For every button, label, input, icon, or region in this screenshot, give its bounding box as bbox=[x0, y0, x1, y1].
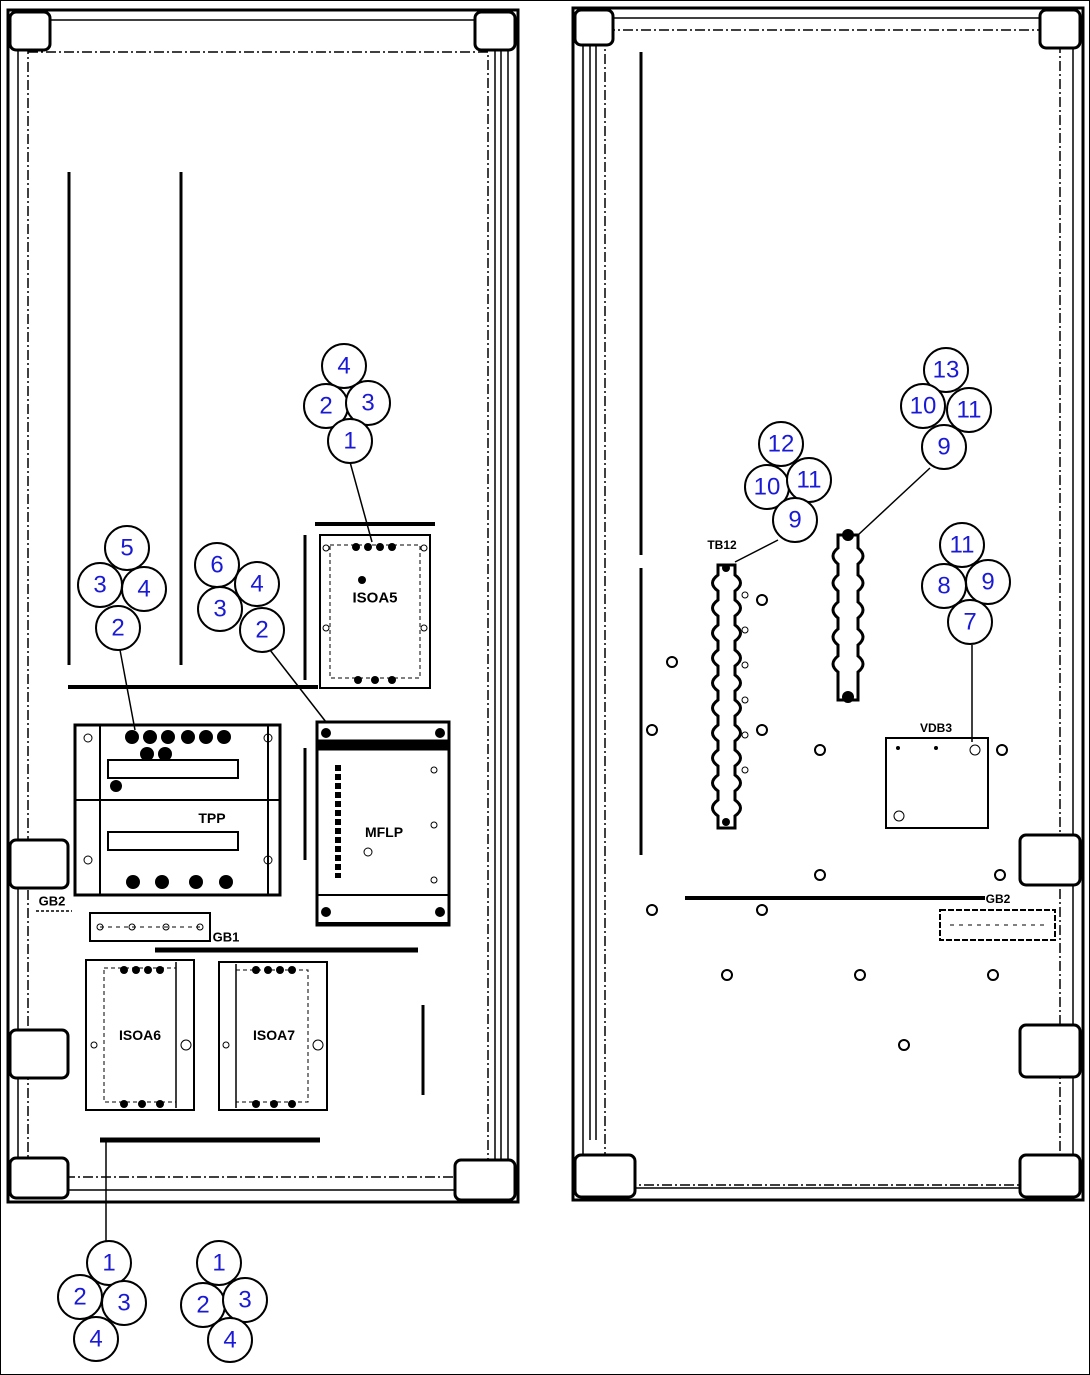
callout-isoa7-left: 2 bbox=[196, 1292, 209, 1319]
left-panel-outer-frame bbox=[6, 8, 520, 1204]
callout-tb12-left: 10 bbox=[754, 474, 781, 501]
callout-mflp-top: 6 bbox=[210, 552, 223, 579]
vdb3-label: VDB3 bbox=[920, 721, 952, 735]
callout-tpp-top: 5 bbox=[120, 535, 133, 562]
isoa5-label: ISOA5 bbox=[352, 590, 397, 607]
right-panel bbox=[571, 6, 1085, 1202]
callout-isoa6-bottom: 4 bbox=[89, 1326, 102, 1353]
leader-lines bbox=[105, 461, 973, 1242]
leader-tb12 bbox=[734, 539, 779, 563]
callout-isoa7-top: 1 bbox=[212, 1250, 225, 1277]
callout-terminal-right: 11 bbox=[957, 397, 982, 424]
callout-tb12-top: 12 bbox=[768, 431, 795, 458]
left-panel-inner-frame bbox=[17, 19, 509, 1191]
callout-group-mflp bbox=[194, 542, 285, 653]
callout-isoa7-right: 3 bbox=[238, 1287, 251, 1314]
corner-block-tl-right bbox=[573, 8, 615, 47]
callout-isoa7-bottom: 4 bbox=[223, 1327, 236, 1354]
callout-isoa5-bottom: 1 bbox=[343, 428, 356, 455]
callout-group-isoa5 bbox=[303, 343, 391, 464]
callout-tpp-bottom: 2 bbox=[111, 615, 124, 642]
corner-block-tr bbox=[473, 10, 517, 52]
gb1-label: GB1 bbox=[213, 930, 240, 945]
callout-tb12-bottom: 9 bbox=[788, 507, 801, 534]
callout-isoa6-right: 3 bbox=[117, 1290, 130, 1317]
gb2-left-label: GB2 bbox=[39, 894, 66, 909]
callout-isoa5-right: 3 bbox=[361, 390, 374, 417]
callout-mflp-left: 3 bbox=[213, 596, 226, 623]
isoa7-label: ISOA7 bbox=[253, 1027, 295, 1043]
mflp-module bbox=[315, 720, 451, 927]
corner-block-br-right bbox=[1018, 1153, 1082, 1199]
tb12-terminal-strip bbox=[711, 563, 749, 830]
callout-group-isoa6 bbox=[57, 1240, 147, 1362]
corner-block-bl-right bbox=[573, 1153, 637, 1199]
callout-terminal-bottom: 9 bbox=[937, 434, 950, 461]
callout-group-terminal bbox=[900, 347, 992, 470]
isoa6-label: ISOA6 bbox=[119, 1027, 161, 1043]
left-panel-mounting-plate bbox=[27, 51, 489, 1178]
gb1-bar bbox=[89, 912, 211, 942]
gb2-right-label: GB2 bbox=[986, 892, 1011, 906]
isoa5-module bbox=[319, 534, 431, 689]
gb2-right-bar bbox=[939, 909, 1056, 941]
right-panel-outer-frame bbox=[571, 6, 1085, 1202]
callout-isoa6-top: 1 bbox=[102, 1250, 115, 1277]
callout-vdb3-bottom: 7 bbox=[963, 609, 976, 636]
leader-terminal bbox=[857, 467, 931, 536]
vdb3-module bbox=[885, 737, 989, 829]
tpp-module bbox=[73, 723, 282, 897]
mflp-label: MFLP bbox=[365, 824, 403, 840]
callout-vdb3-right: 9 bbox=[981, 569, 994, 596]
corner-block-tr-right bbox=[1038, 8, 1082, 50]
leader-isoa5 bbox=[349, 461, 373, 543]
callout-tpp-left: 3 bbox=[93, 572, 106, 599]
callout-group-tpp bbox=[77, 525, 167, 651]
callout-terminal-left: 10 bbox=[910, 393, 937, 420]
hinge-upper bbox=[8, 838, 70, 890]
corner-block-br bbox=[453, 1158, 517, 1202]
corner-block-tl bbox=[8, 10, 52, 52]
callout-group-tb12 bbox=[744, 421, 832, 543]
isoa7-module bbox=[218, 961, 328, 1111]
hinge-lower bbox=[8, 1028, 70, 1080]
leader-tpp bbox=[119, 649, 136, 731]
callout-mflp-right: 4 bbox=[250, 571, 263, 598]
callout-group-vdb3 bbox=[921, 522, 1011, 645]
isoa6-module bbox=[85, 959, 195, 1111]
corner-block-bl bbox=[8, 1156, 70, 1200]
mounting-bolts-right bbox=[646, 594, 1008, 1051]
callout-isoa5-top: 4 bbox=[337, 353, 350, 380]
hinge-upper-right bbox=[1018, 833, 1082, 887]
callout-group-isoa7 bbox=[180, 1240, 268, 1363]
callout-tpp-right: 4 bbox=[137, 576, 150, 603]
hinge-lower-right bbox=[1018, 1023, 1082, 1079]
tpp-label: TPP bbox=[198, 810, 225, 826]
callout-isoa5-left: 2 bbox=[319, 393, 332, 420]
right-panel-inner-frame bbox=[582, 17, 1074, 1189]
leader-mflp bbox=[269, 649, 327, 723]
callout-mflp-bottom: 2 bbox=[255, 617, 268, 644]
callout-vdb3-top: 11 bbox=[950, 532, 975, 559]
terminal-strip-2 bbox=[831, 529, 865, 703]
callout-tb12-right: 11 bbox=[797, 467, 822, 494]
tb12-label: TB12 bbox=[707, 538, 737, 552]
callout-terminal-top: 13 bbox=[933, 357, 960, 384]
callout-vdb3-left: 8 bbox=[937, 573, 950, 600]
callout-isoa6-left: 2 bbox=[73, 1284, 86, 1311]
left-panel bbox=[6, 8, 520, 1204]
right-panel-mounting-plate bbox=[604, 29, 1061, 1186]
